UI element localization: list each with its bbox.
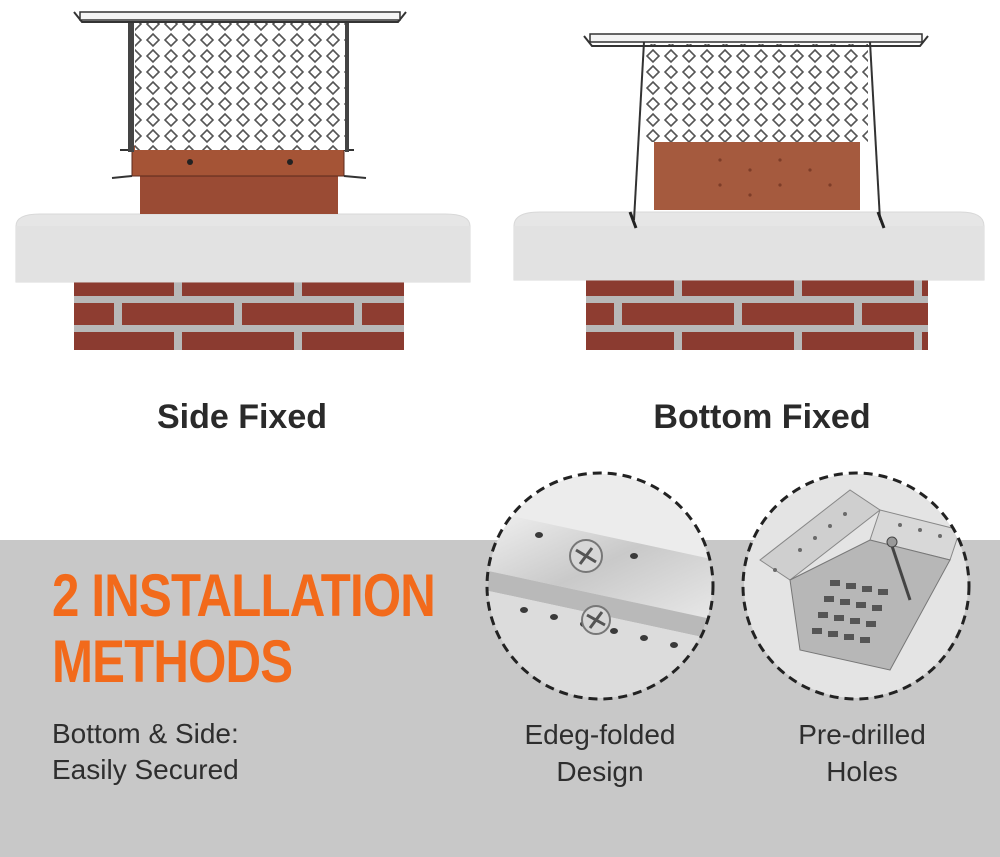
pre-drilled-holes-closeup-icon xyxy=(741,471,971,701)
headline-line-2: METHODS xyxy=(52,628,293,695)
detail-caption-folded-line-2: Design xyxy=(556,756,644,787)
folded-edge-screw-closeup-icon xyxy=(485,471,715,701)
side-fixed-chimney-illustration xyxy=(15,11,471,350)
headline-line-1: 2 INSTALLATION xyxy=(52,562,436,629)
subheadline-line-1: Bottom & Side: xyxy=(52,718,239,749)
headline: 2 INSTALLATION METHODS xyxy=(52,562,436,695)
detail-caption-folded-line-1: Edeg-folded xyxy=(524,719,676,750)
detail-caption-drilled: Pre-drilled Holes xyxy=(742,716,982,790)
subheadline: Bottom & Side: Easily Secured xyxy=(52,716,239,788)
subheadline-line-2: Easily Secured xyxy=(52,754,239,785)
bottom-fixed-chimney-illustration xyxy=(513,33,985,350)
detail-caption-drilled-line-1: Pre-drilled xyxy=(798,719,926,750)
detail-caption-drilled-line-2: Holes xyxy=(826,756,898,787)
detail-caption-folded: Edeg-folded Design xyxy=(480,716,720,790)
side-fixed-label: Side Fixed xyxy=(156,398,328,436)
bottom-fixed-label: Bottom Fixed xyxy=(653,398,871,436)
